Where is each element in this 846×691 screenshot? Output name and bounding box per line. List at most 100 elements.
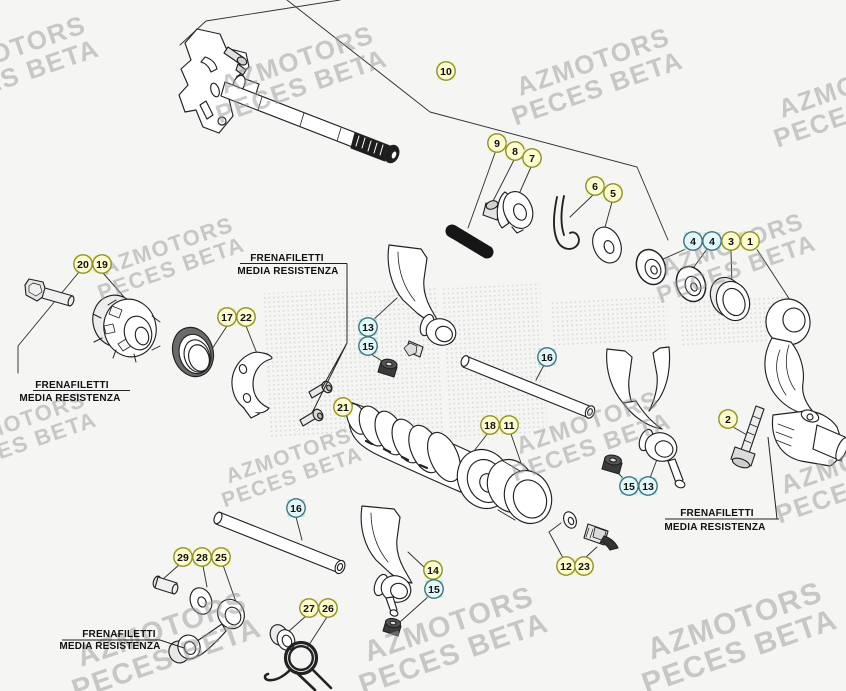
svg-text:29: 29 — [177, 552, 189, 564]
svg-text:2: 2 — [725, 414, 731, 426]
callout-part-20[interactable]: 20 — [73, 254, 93, 274]
part-bolt-20 — [24, 278, 75, 307]
callout-part-6[interactable]: 6 — [585, 176, 605, 196]
part-bushing-15-upper — [377, 358, 398, 378]
part-ratchet-cam-7 — [496, 191, 534, 234]
note-text: FRENAFILETTI — [82, 629, 156, 640]
svg-text:22: 22 — [240, 312, 252, 324]
note-threadlocker-bottom-right: FRENAFILETTI MEDIA RESISTENZA — [664, 436, 779, 533]
callout-part-22[interactable]: 22 — [236, 307, 256, 327]
note-text: FRENAFILETTI — [250, 253, 324, 264]
svg-text:20: 20 — [77, 259, 89, 271]
note-text: MEDIA RESISTENZA — [19, 393, 120, 404]
callout-part-25[interactable]: 25 — [211, 547, 231, 567]
part-spacer-ring-11 — [486, 458, 553, 525]
callout-part-27[interactable]: 27 — [299, 598, 319, 618]
callout-part-16[interactable]: 16 — [286, 498, 306, 518]
callout-part-28[interactable]: 28 — [192, 547, 212, 567]
svg-text:5: 5 — [610, 188, 616, 200]
exploded-drawing — [17, 0, 846, 691]
callout-part-29[interactable]: 29 — [173, 547, 193, 567]
part-gear-lever-1 — [764, 298, 846, 467]
callout-part-17[interactable]: 17 — [217, 307, 237, 327]
callout-part-19[interactable]: 19 — [92, 254, 112, 274]
notes-layer: FRENAFILETTI MEDIA RESISTENZA FRENAFILET… — [19, 253, 779, 652]
svg-text:15: 15 — [428, 584, 440, 596]
part-sensor-23 — [583, 523, 619, 551]
svg-text:6: 6 — [592, 181, 598, 193]
callout-part-9[interactable]: 9 — [487, 133, 507, 153]
note-threadlocker-top: FRENAFILETTI MEDIA RESISTENZA — [237, 253, 348, 414]
svg-text:9: 9 — [494, 138, 500, 150]
part-shift-fork-13-upper — [387, 244, 457, 358]
svg-text:8: 8 — [512, 146, 518, 158]
svg-text:1: 1 — [747, 236, 753, 248]
svg-text:26: 26 — [322, 603, 334, 615]
part-bolt-2 — [730, 405, 765, 469]
svg-text:7: 7 — [529, 153, 535, 165]
svg-text:11: 11 — [503, 420, 514, 432]
part-washer-28 — [189, 587, 213, 615]
callout-part-15[interactable]: 15 — [358, 336, 378, 356]
part-bushing-15-right — [601, 454, 623, 475]
part-pawl-8 — [482, 200, 501, 221]
note-text: MEDIA RESISTENZA — [237, 266, 338, 277]
callout-part-5[interactable]: 5 — [603, 183, 623, 203]
callout-part-4[interactable]: 4 — [683, 231, 703, 251]
part-torsion-spring-26 — [263, 640, 333, 691]
callout-part-23[interactable]: 23 — [574, 556, 594, 576]
part-bushing-15-bottom — [382, 617, 402, 637]
callout-part-4[interactable]: 4 — [702, 231, 722, 251]
part-spring-9 — [445, 224, 494, 259]
callout-part-11[interactable]: 11 — [499, 415, 519, 435]
halftone-watermark — [262, 283, 792, 441]
svg-text:19: 19 — [96, 259, 108, 271]
assembly-frame-line — [179, 0, 669, 241]
callout-part-15[interactable]: 15 — [424, 579, 444, 599]
part-ring-3 — [709, 276, 751, 322]
callout-part-8[interactable]: 8 — [505, 141, 525, 161]
part-seal-ring-17 — [171, 326, 215, 378]
callout-part-15[interactable]: 15 — [619, 476, 639, 496]
callout-part-10[interactable]: 10 — [436, 61, 456, 81]
callout-part-18[interactable]: 18 — [480, 415, 500, 435]
note-text: MEDIA RESISTENZA — [59, 641, 160, 652]
callout-part-26[interactable]: 26 — [318, 598, 338, 618]
svg-text:17: 17 — [221, 312, 233, 324]
svg-text:14: 14 — [427, 565, 439, 577]
callout-part-12[interactable]: 12 — [556, 556, 576, 576]
callout-part-13[interactable]: 13 — [358, 317, 378, 337]
part-bearing-4a — [635, 248, 667, 286]
part-shift-fork-13-right — [606, 346, 686, 489]
svg-text:25: 25 — [215, 552, 227, 564]
part-clip-6 — [553, 195, 580, 250]
svg-text:13: 13 — [642, 481, 654, 493]
svg-text:18: 18 — [484, 420, 496, 432]
callout-part-1[interactable]: 1 — [740, 231, 760, 251]
svg-text:13: 13 — [362, 322, 374, 334]
svg-text:4: 4 — [709, 236, 715, 248]
svg-text:21: 21 — [337, 402, 349, 414]
svg-text:23: 23 — [578, 561, 590, 573]
callout-part-7[interactable]: 7 — [522, 148, 542, 168]
part-guide-bracket-22 — [231, 351, 273, 419]
part-shift-fork-14 — [360, 505, 413, 617]
callout-part-2[interactable]: 2 — [718, 409, 738, 429]
callout-part-14[interactable]: 14 — [423, 560, 443, 580]
part-shift-rail-16-lower — [213, 511, 346, 575]
svg-text:15: 15 — [362, 341, 374, 353]
part-shift-rail-16-upper — [460, 355, 596, 419]
svg-text:28: 28 — [196, 552, 208, 564]
callout-part-21[interactable]: 21 — [333, 397, 353, 417]
note-text: MEDIA RESISTENZA — [664, 522, 765, 533]
part-pin-29 — [152, 575, 179, 595]
callout-part-3[interactable]: 3 — [721, 231, 741, 251]
callout-part-16[interactable]: 16 — [537, 347, 557, 367]
part-link-lever-25 — [168, 598, 245, 664]
callout-part-13[interactable]: 13 — [638, 476, 658, 496]
